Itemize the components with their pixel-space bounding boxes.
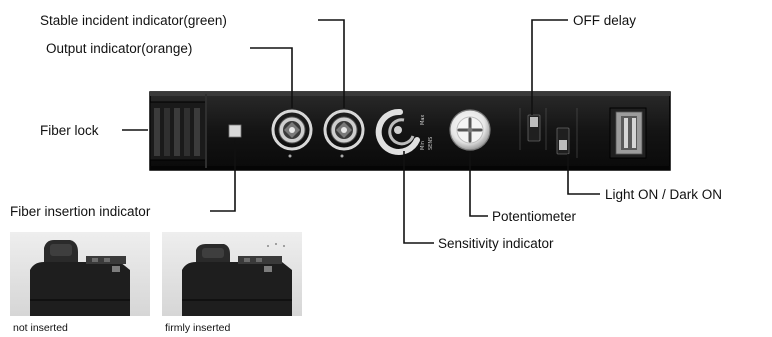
- label-off-delay: OFF delay: [573, 13, 636, 28]
- photo-firmly-inserted: [162, 232, 302, 316]
- label-light-dark-on: Light ON / Dark ON: [605, 187, 722, 202]
- potentiometer-knob[interactable]: [449, 109, 491, 151]
- svg-text:Min: Min: [420, 141, 426, 150]
- caption-firmly-inserted: firmly inserted: [165, 322, 231, 334]
- fiber-insertion-indicator-square: [228, 124, 242, 138]
- amplifier-body: [149, 91, 671, 171]
- label-fiber-lock: Fiber lock: [40, 123, 99, 138]
- output-indicator-led: [271, 109, 313, 158]
- fiber-lock[interactable]: [149, 94, 207, 168]
- sensitivity-scale-text: Min Max SENS: [420, 115, 434, 150]
- svg-text:SENS: SENS: [428, 137, 434, 150]
- sensitivity-indicator: [375, 108, 420, 155]
- stable-incident-indicator-led: [323, 109, 365, 158]
- label-output-indicator: Output indicator(orange): [46, 41, 192, 56]
- off-delay-switch[interactable]: [519, 108, 547, 150]
- label-fiber-insertion-indicator: Fiber insertion indicator: [10, 204, 151, 219]
- light-dark-switch[interactable]: [556, 108, 578, 158]
- label-sensitivity-indicator: Sensitivity indicator: [438, 236, 554, 251]
- photo-not-inserted: [10, 232, 150, 316]
- label-potentiometer: Potentiometer: [492, 209, 577, 224]
- label-stable-incident-indicator: Stable incident indicator(green): [40, 13, 227, 28]
- caption-not-inserted: not inserted: [13, 322, 68, 334]
- right-connector: [609, 107, 647, 159]
- svg-text:Max: Max: [420, 115, 426, 125]
- leader-lines: [122, 19, 600, 244]
